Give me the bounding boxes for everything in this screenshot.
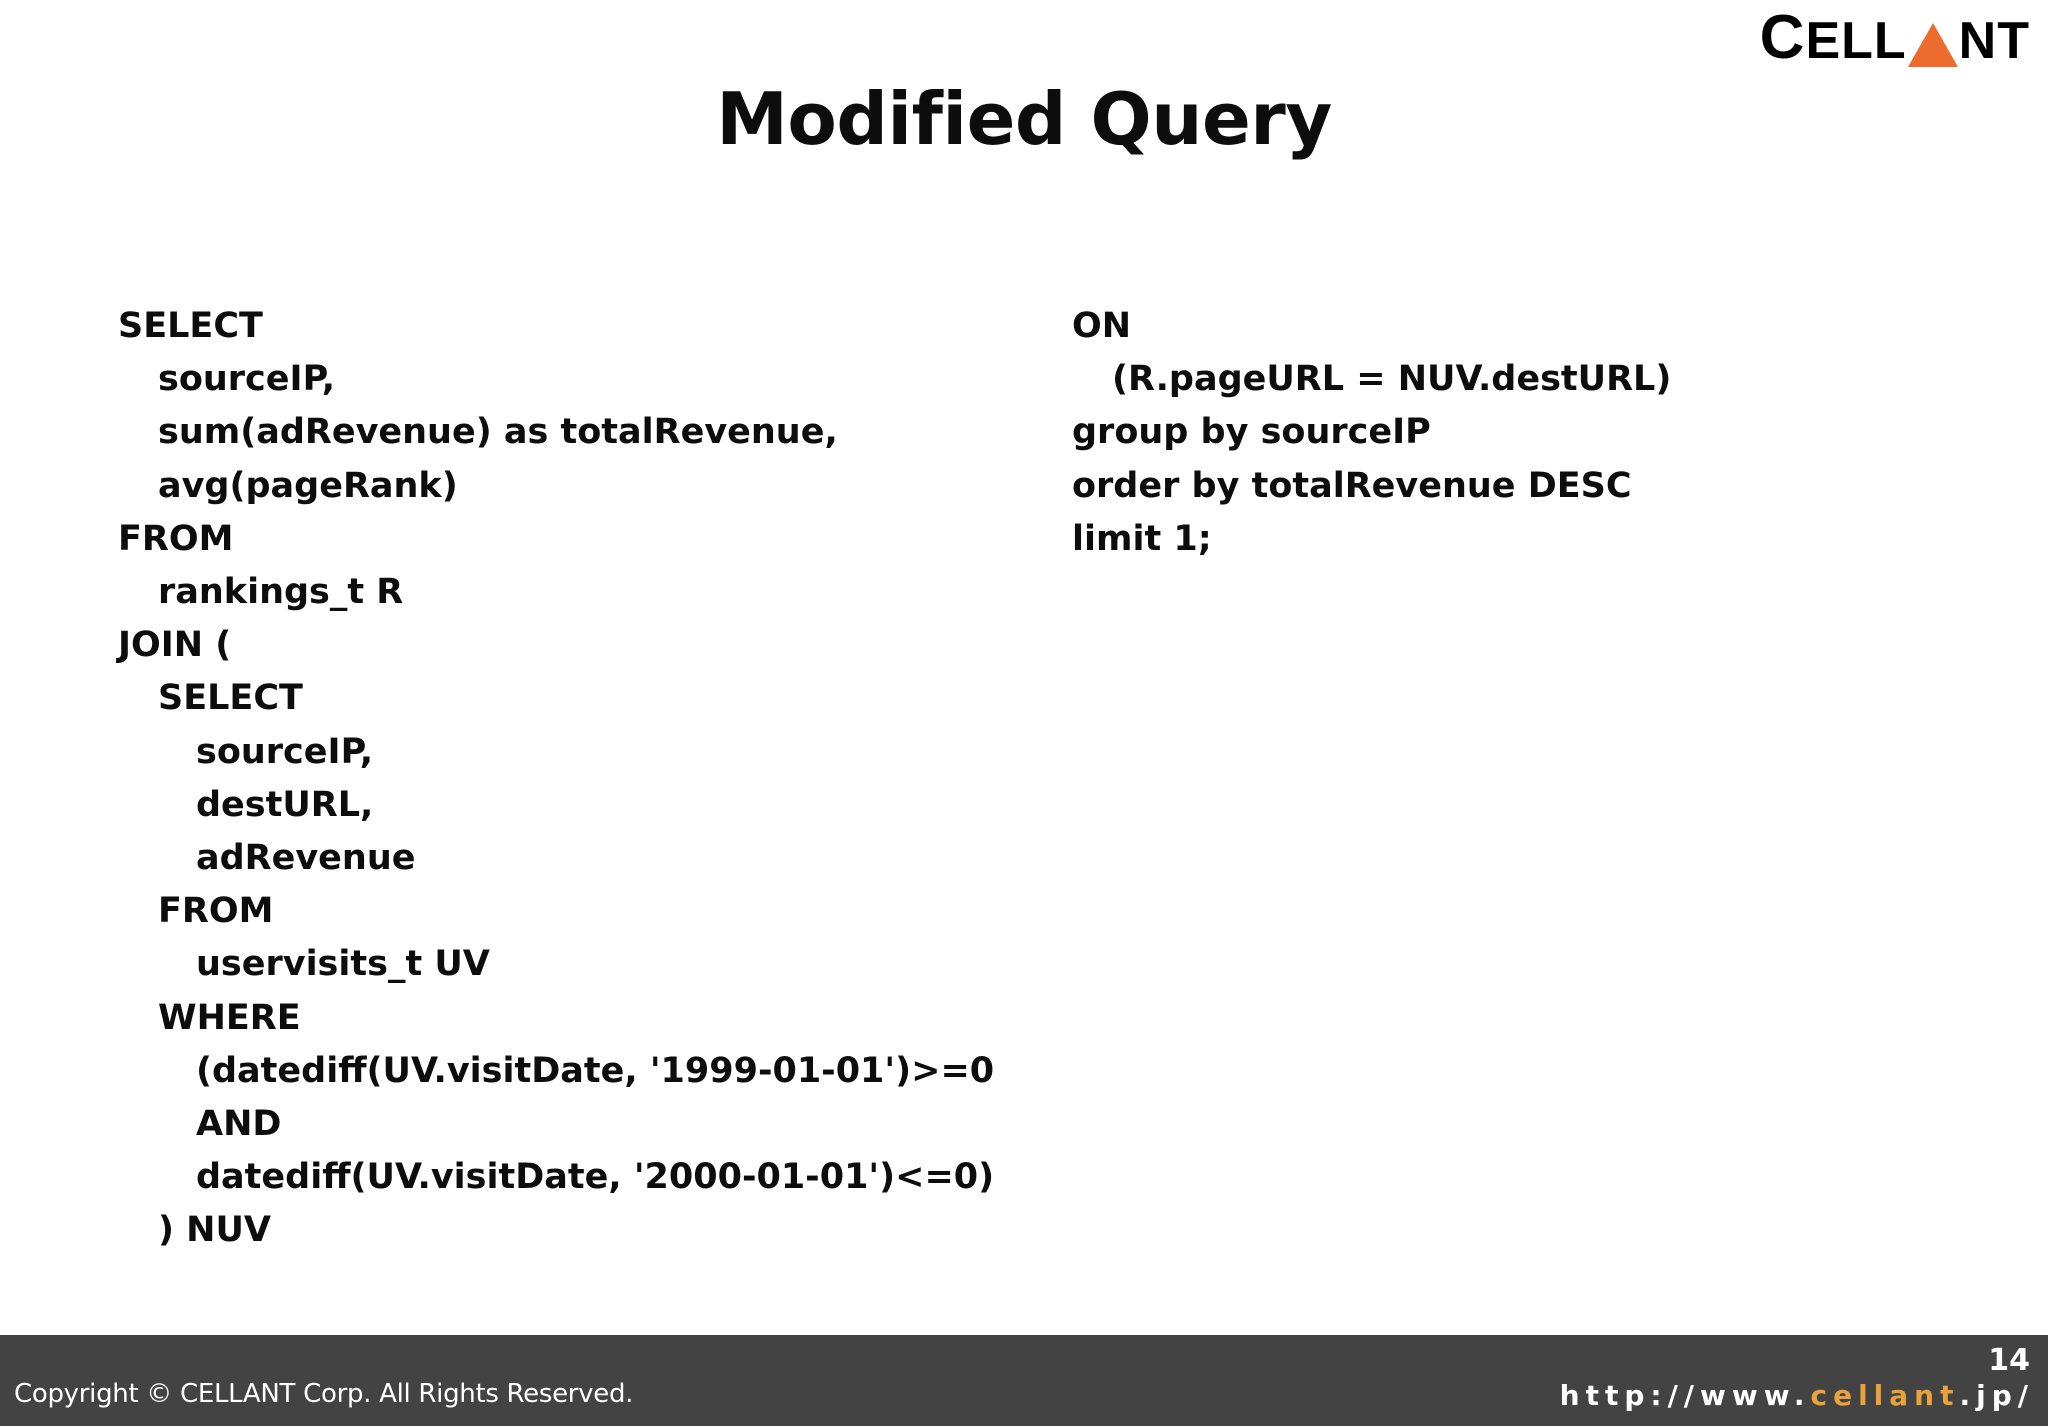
url-suffix: .jp/ xyxy=(1959,1379,2034,1412)
query-right-line: order by totalRevenue DESC xyxy=(1072,465,1632,506)
page-number: 14 xyxy=(1988,1343,2030,1378)
query-right-line: ON xyxy=(1072,306,1132,346)
query-left-line: sourceIP, xyxy=(158,359,336,400)
query-left-line: WHERE xyxy=(158,997,301,1038)
url-prefix: http://www. xyxy=(1559,1379,1811,1412)
query-left-line: avg(pageRank) xyxy=(158,465,458,506)
query-right-column: ON (R.pageURL = NUV.destURL) group by sour… xyxy=(1072,300,1671,566)
query-left-line: AND xyxy=(196,1104,282,1145)
query-left-line: (datediff(UV.visitDate, '1999-01-01')>=0 xyxy=(196,1050,995,1091)
query-left-line: sum(adRevenue) as totalRevenue, xyxy=(158,412,838,453)
query-left-line: SELECT xyxy=(118,306,263,346)
query-left-line: JOIN ( xyxy=(118,625,232,666)
copyright-text: Copyright © CELLANT Corp. All Rights Res… xyxy=(14,1379,634,1409)
query-right-line: limit 1; xyxy=(1072,518,1212,559)
page-title: Modified Query xyxy=(716,77,1332,161)
query-left-line: rankings_t R xyxy=(158,572,404,613)
footer-bar: 14 Copyright © CELLANT Corp. All Rights … xyxy=(0,1335,2048,1426)
query-left-line: uservisits_t UV xyxy=(196,944,490,985)
query-content: SELECT sourceIP, sum(adRevenue) as totalRe… xyxy=(0,300,2048,1260)
logo-letters-nt: NT xyxy=(1958,11,2030,70)
query-left-line: sourceIP, xyxy=(196,731,374,772)
query-left-line: ) NUV xyxy=(158,1210,271,1251)
url-brand: cellant xyxy=(1810,1379,1960,1412)
logo-letter-c: C xyxy=(1759,3,1806,73)
website-url[interactable]: http://www.cellant.jp/ xyxy=(1560,1379,2034,1412)
query-left-line: FROM xyxy=(158,891,274,932)
query-left-line: adRevenue xyxy=(196,838,416,879)
logo-letters-ell: ELL xyxy=(1805,11,1907,70)
query-right-line: group by sourceIP xyxy=(1072,412,1431,453)
query-left-line: SELECT xyxy=(158,678,303,719)
query-left-line: FROM xyxy=(118,518,234,559)
query-right-line: (R.pageURL = NUV.destURL) xyxy=(1112,359,1672,400)
query-left-column: SELECT sourceIP, sum(adRevenue) as totalRe… xyxy=(118,300,994,1258)
orange-triangle-icon xyxy=(1907,22,1958,67)
query-left-line: destURL, xyxy=(196,784,374,825)
query-left-line: datediff(UV.visitDate, '2000-01-01')<=0) xyxy=(196,1157,995,1198)
